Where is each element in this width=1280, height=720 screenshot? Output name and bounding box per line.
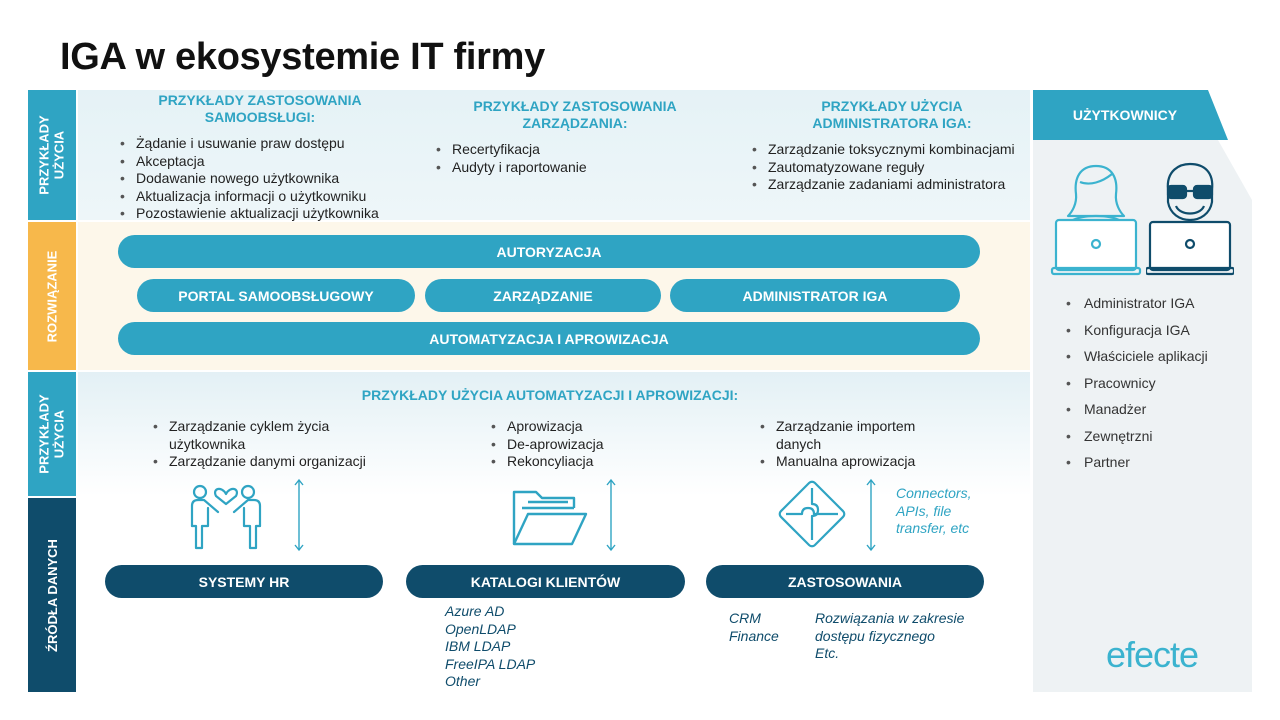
list-item: Żądanie i usuwanie praw dostępu: [120, 135, 420, 153]
up-down-arrow-icon: [866, 478, 876, 552]
woman-laptop-icon: [1050, 164, 1142, 276]
catalog-item: Azure AD: [445, 603, 505, 619]
catalog-items: Azure AD OpenLDAP IBM LDAP FreeIPA LDAP …: [445, 603, 605, 691]
list-item: Administrator IGA: [1066, 290, 1246, 317]
list-item: Pracownicy: [1066, 370, 1246, 397]
list-item: Manadżer: [1066, 396, 1246, 423]
applications-pill: ZASTOSOWANIA: [706, 565, 984, 598]
efecte-logo: efecte: [1106, 634, 1199, 675]
list-item: Zarządzanie importem danych: [760, 418, 980, 453]
connectors-note: Connectors, APIs, file transfer, etc: [896, 485, 972, 536]
list-item: Zewnętrzni: [1066, 423, 1246, 450]
list-item: Zarządzanie zadaniami administratora: [752, 176, 1032, 194]
list-item: Akceptacja: [120, 153, 420, 171]
management-pill: ZARZĄDZANIE: [425, 279, 661, 312]
folder-icon: [512, 490, 588, 546]
automation-list-hr: Zarządzanie cyklem życia użytkownika Zar…: [153, 418, 413, 471]
list-item: Manualna aprowizacja: [760, 453, 980, 471]
hr-systems-pill: SYSTEMY HR: [105, 565, 383, 598]
list-item: Aktualizacja informacji o użytkowniku: [120, 188, 420, 206]
admin-header: PRZYKŁADY UŻYCIA ADMINISTRATORA IGA:: [812, 98, 972, 131]
list-item: Zarządzanie danymi organizacji: [153, 453, 413, 471]
users-header: UŻYTKOWNICY: [1072, 107, 1178, 123]
list-item: Audyty i raportowanie: [436, 159, 676, 177]
iga-admin-pill: ADMINISTRATOR IGA: [670, 279, 960, 312]
client-catalogs-pill: KATALOGI KLIENTÓW: [406, 565, 685, 598]
catalog-item: IBM LDAP: [445, 638, 511, 654]
list-item: Recertyfikacja: [436, 141, 676, 159]
side-label-bottom: ŹRÓDŁA DANYCH: [28, 498, 76, 692]
list-item: Aprowizacja: [491, 418, 691, 436]
automation-list-import: Zarządzanie importem danych Manualna apr…: [760, 418, 980, 471]
list-item: Zarządzanie cyklem życia użytkownika: [153, 418, 413, 453]
list-item: Zautomatyzowane reguły: [752, 159, 1032, 177]
app-items-left: CRM Finance: [729, 610, 809, 645]
self-service-portal-pill: PORTAL SAMOOBSŁUGOWY: [137, 279, 415, 312]
catalog-item: FreeIPA LDAP: [445, 655, 536, 672]
list-item: Zarządzanie toksycznymi kombinacjami: [752, 141, 1032, 159]
app-item: CRM: [729, 610, 761, 626]
up-down-arrow-icon: [606, 478, 616, 552]
automation-pill: AUTOMATYZACJA I APROWIZACJA: [118, 322, 980, 355]
app-items-right: Rozwiązania w zakresie dostępu fizyczneg…: [815, 610, 1015, 663]
admin-list: Zarządzanie toksycznymi kombinacjami Zau…: [752, 141, 1032, 194]
side-label-middle-text: ROZWIĄZANIE: [44, 250, 60, 342]
people-heart-icon: [190, 484, 262, 550]
side-label-lower: PRZYKŁADY UŻYCIA: [28, 372, 76, 496]
up-down-arrow-icon: [294, 478, 304, 552]
management-header: PRZYKŁADY ZASTOSOWANIA ZARZĄDZANIA:: [473, 98, 677, 131]
page-title: IGA w ekosystemie IT firmy: [60, 36, 545, 78]
management-list: Recertyfikacja Audyty i raportowanie: [436, 141, 676, 176]
list-item: De-aprowizacja: [491, 436, 691, 454]
users-list: Administrator IGA Konfiguracja IGA Właśc…: [1066, 290, 1246, 476]
list-item: Właściciele aplikacji: [1066, 343, 1246, 370]
app-item: Finance: [729, 627, 779, 644]
puzzle-icon: [778, 480, 846, 548]
list-item: Konfiguracja IGA: [1066, 317, 1246, 344]
side-label-lower-text: PRZYKŁADY UŻYCIA: [37, 394, 68, 474]
list-item: Partner: [1066, 449, 1246, 476]
side-label-top-text: PRZYKŁADY UŻYCIA: [37, 115, 68, 195]
app-item: Etc.: [815, 645, 840, 661]
list-item: Pozostawienie aktualizacji użytkownika: [120, 205, 420, 223]
side-label-bottom-text: ŹRÓDŁA DANYCH: [44, 538, 60, 652]
side-label-top: PRZYKŁADY UŻYCIA: [28, 90, 76, 220]
automation-list-provisioning: Aprowizacja De-aprowizacja Rekoncyliacja: [491, 418, 691, 471]
side-label-middle: ROZWIĄZANIE: [28, 222, 76, 370]
list-item: Dodawanie nowego użytkownika: [120, 170, 420, 188]
self-service-list: Żądanie i usuwanie praw dostępu Akceptac…: [120, 135, 420, 223]
app-item: dostępu fizycznego: [815, 627, 935, 644]
man-laptop-icon: [1146, 162, 1234, 276]
automation-header: PRZYKŁADY UŻYCIA AUTOMATYZACJI I APROWIZ…: [361, 387, 739, 403]
app-item: Rozwiązania w zakresie: [815, 610, 965, 626]
catalog-item: OpenLDAP: [445, 620, 516, 637]
authorization-pill: AUTORYZACJA: [118, 235, 980, 268]
list-item: Rekoncyliacja: [491, 453, 691, 471]
catalog-item: Other: [445, 673, 481, 689]
self-service-header: PRZYKŁADY ZASTOSOWANIA SAMOOBSŁUGI:: [158, 92, 362, 125]
